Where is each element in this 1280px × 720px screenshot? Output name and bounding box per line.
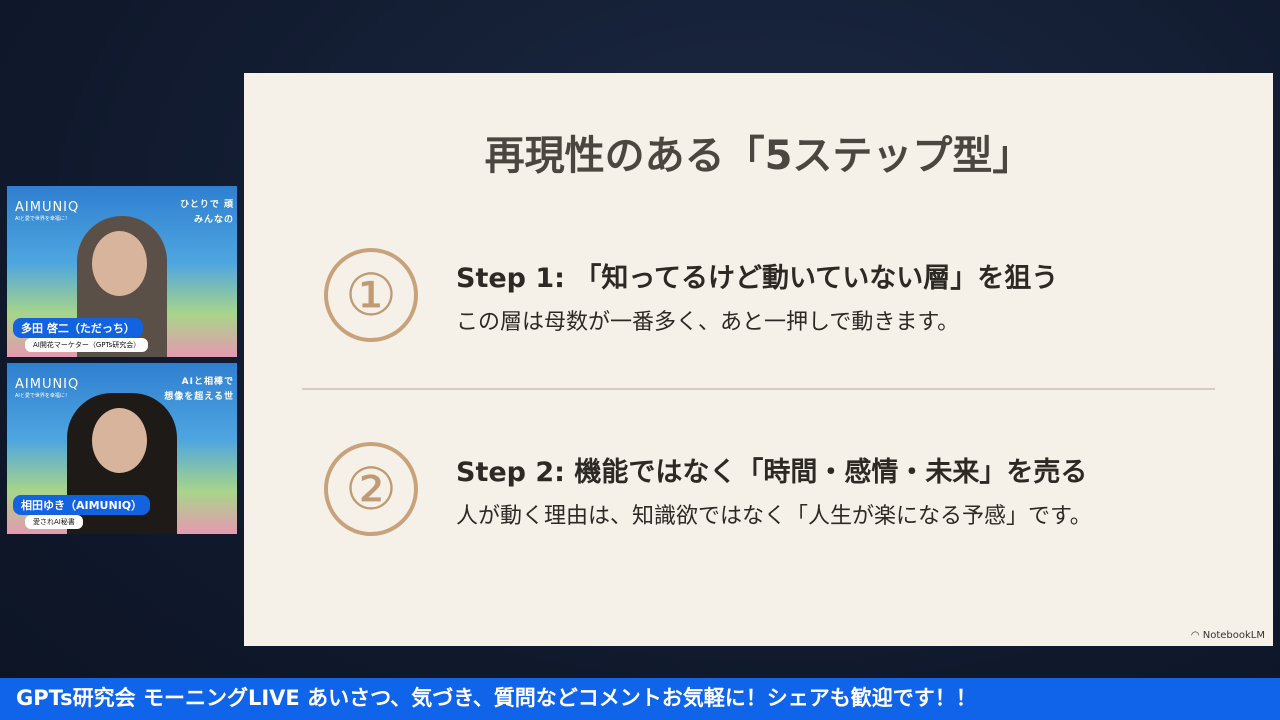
participant-face bbox=[92, 408, 147, 473]
step-number-2: ② bbox=[324, 442, 418, 536]
step-description: この層は母数が一番多く、あと一押しで動きます。 bbox=[456, 310, 960, 335]
watermark-text: NotebookLM bbox=[1202, 630, 1265, 641]
notebooklm-watermark: ◠ NotebookLM bbox=[1191, 630, 1265, 641]
ticker-banner: GPTs研究会 モーニングLIVE あいさつ、気づき、質問などコメントお気軽に！… bbox=[0, 678, 1280, 720]
step-description: 人が動く理由は、知識欲ではなく「人生が楽になる予感」です。 bbox=[456, 504, 1092, 529]
background-text: AIと相棒で想像を超える世 bbox=[164, 377, 234, 402]
background-text: ひとりで 頑みんなの bbox=[180, 200, 234, 225]
participant-role: AI開花マーケター（GPTs研究会） bbox=[25, 338, 149, 352]
notebooklm-logo-icon: ◠ bbox=[1190, 630, 1203, 641]
divider bbox=[302, 388, 1215, 390]
participant-name: 多田 啓二（ただっち） bbox=[13, 318, 143, 338]
step-heading: Step 1: 「知ってるけど動いていない層」を狙う bbox=[456, 263, 1059, 294]
step-number-1: ① bbox=[324, 248, 418, 342]
participant-name: 相田ゆき（AIMUNIQ） bbox=[13, 495, 151, 515]
step-heading: Step 2: 機能ではなく「時間・感情・未来」を売る bbox=[456, 457, 1088, 488]
presentation-slide: 再現性のある「5ステップ型」 ① Step 1: 「知ってるけど動いていない層」… bbox=[244, 73, 1273, 646]
participant-face bbox=[92, 231, 147, 296]
slide-title: 再現性のある「5ステップ型」 bbox=[484, 133, 1033, 179]
participant-role: 愛されAI秘書 bbox=[25, 515, 83, 529]
